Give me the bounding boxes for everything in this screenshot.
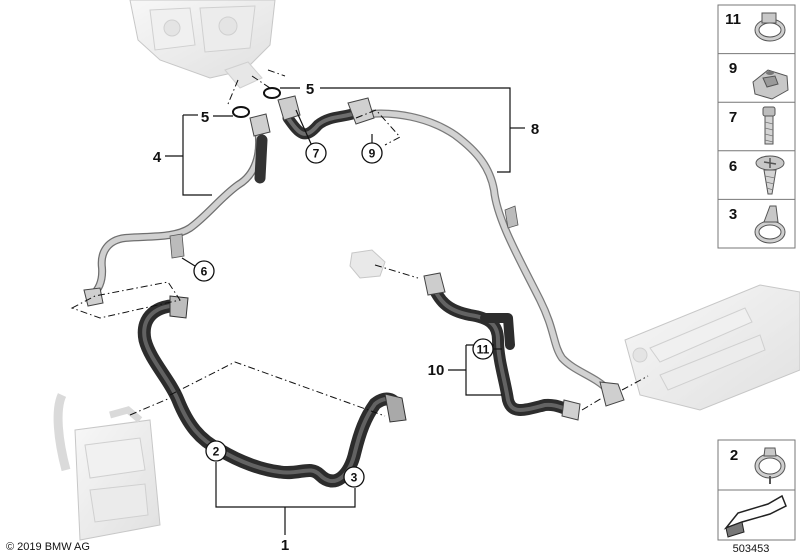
- clamp-icon: [754, 12, 786, 42]
- label-10: 10: [428, 362, 445, 379]
- callout-11: 11: [472, 338, 494, 360]
- svg-text:6: 6: [201, 265, 208, 279]
- legend-item-7: 7: [729, 106, 776, 145]
- callout-2: 2: [205, 440, 227, 462]
- label-4: 4: [153, 149, 162, 166]
- screw-icon: [755, 155, 785, 195]
- clamp-icon: [754, 447, 786, 484]
- coolant-hose-7: [277, 95, 375, 140]
- svg-text:3: 3: [729, 206, 737, 223]
- leader-lines: [165, 87, 525, 535]
- svg-text:11: 11: [477, 343, 490, 357]
- clip-icon: [754, 205, 786, 244]
- svg-text:9: 9: [369, 147, 376, 161]
- svg-text:7: 7: [729, 109, 737, 126]
- parts-legend-bottom: 2: [717, 439, 796, 541]
- label-8: 8: [531, 121, 539, 138]
- o-ring-5-lower: [232, 106, 250, 118]
- svg-text:3: 3: [351, 471, 358, 485]
- copyright-text: © 2019 BMW AG: [6, 541, 90, 553]
- engine-block-top: [129, 0, 276, 89]
- label-5-lower: 5: [201, 109, 209, 126]
- callout-6: 6: [193, 260, 215, 282]
- label-5-upper: 5: [306, 81, 314, 98]
- svg-text:6: 6: [729, 158, 737, 175]
- circled-callouts: 2 3 6 7 9 11: [193, 142, 494, 488]
- heater-unit-right: [624, 284, 800, 411]
- svg-text:2: 2: [213, 445, 220, 459]
- callout-9: 9: [361, 142, 383, 164]
- callout-7: 7: [305, 142, 327, 164]
- coolant-pipe-4: [83, 113, 271, 307]
- callout-3: 3: [343, 466, 365, 488]
- legend-item-11: 11: [725, 11, 786, 42]
- connector-upper-middle: [349, 249, 386, 279]
- o-ring-5-upper: [263, 87, 281, 99]
- coolant-tank-bottom-left: [53, 393, 161, 541]
- legend-item-9: 9: [729, 60, 789, 100]
- parts-legend: 11 9 7 6: [717, 4, 796, 249]
- assembly-dash-lines: [70, 69, 649, 417]
- svg-text:9: 9: [729, 60, 737, 77]
- svg-text:11: 11: [725, 11, 741, 28]
- coolant-hose-10: [423, 272, 581, 421]
- legend-item-3: 3: [729, 205, 786, 244]
- callout-labels: 1 4 5 5 8 10: [153, 81, 539, 554]
- svg-text:2: 2: [730, 447, 738, 464]
- svg-text:7: 7: [313, 147, 320, 161]
- coolant-hose-1: [137, 295, 407, 488]
- direction-arrow-icon: [723, 494, 787, 538]
- legend-item-6: 6: [729, 155, 785, 195]
- bolt-icon: [762, 106, 776, 145]
- legend-item-2: 2: [730, 447, 786, 484]
- coolant-pipe-8: [354, 109, 625, 407]
- diagram-number: 503453: [733, 543, 770, 555]
- label-1: 1: [281, 537, 289, 554]
- nut-icon: [752, 69, 789, 100]
